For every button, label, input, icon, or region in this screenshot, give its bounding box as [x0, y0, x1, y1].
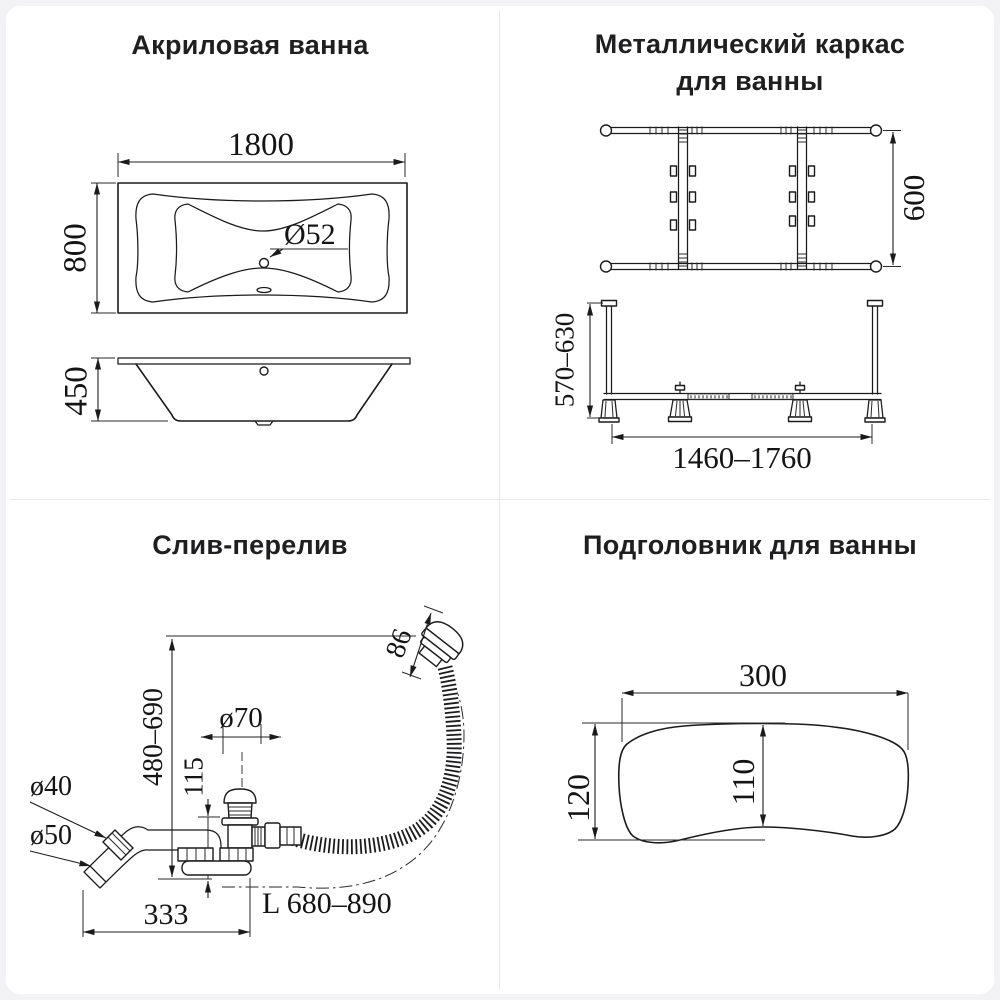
dim-base-length-label: 333: [144, 898, 189, 931]
bathtub-drawing: 1800 800 Ø52 450: [58, 127, 411, 426]
overflow-hole: [259, 366, 269, 376]
frame-front-view: 570–630 1460–1760: [549, 299, 886, 475]
frame-top-view: 600: [599, 124, 931, 273]
horizontal-divider: [10, 499, 990, 500]
drain-tee-assembly: [221, 788, 302, 849]
dim-drain-offset-label: 115: [178, 757, 208, 797]
dim-frame-length-label: 1460–1760: [672, 440, 812, 475]
dim-headrest-width-label: 300: [739, 657, 787, 693]
overflow-cap: [418, 621, 464, 668]
dim-drain-height-label: 480–690: [138, 688, 169, 786]
dim-hose-length-label: L 680–890: [262, 887, 392, 920]
bathtub-top-view: 1800 800 Ø52: [58, 127, 408, 314]
frame-drawing: 600: [549, 124, 931, 475]
dim-frame-width-label: 600: [896, 175, 931, 222]
panel-bathtub-title: Акриловая ванна: [131, 30, 369, 60]
dim-depth-label: 450: [59, 366, 95, 416]
dim-headrest-inner-height-label: 110: [725, 759, 761, 806]
panel-drain-title: Слив-перелив: [152, 530, 348, 560]
dim-overflow-dia-label: 86: [380, 625, 419, 662]
drain-shoe: [177, 847, 254, 876]
outlet-elbow-assembly: [83, 826, 222, 889]
panel-drain: Слив-перелив 480–690 115 ø70: [0, 500, 500, 1000]
frame-corner-feet: [598, 399, 886, 423]
bathtub-side-view: 450: [59, 357, 411, 426]
dim-outlet-pipe-label: ø50: [30, 820, 72, 851]
dim-drain-dia-label: ø70: [219, 702, 263, 734]
drain-hole: [258, 257, 270, 269]
dim-frame-height-label: 570–630: [549, 313, 579, 408]
headrest-drawing: 300 120 110: [560, 657, 910, 844]
dim-drain-label: Ø52: [284, 218, 336, 251]
dim-width-label: 800: [58, 223, 94, 273]
overflow-hose: [286, 665, 462, 855]
vertical-divider: [499, 10, 500, 990]
frame-mount-tabs: [669, 165, 816, 231]
frame-title-line1: Металлический каркас: [594, 29, 906, 59]
overflow-slot: [256, 286, 272, 294]
panel-headrest: Подголовник для ванны 300 120 110: [500, 500, 1000, 1000]
panel-frame: Металлический каркас для ванны: [500, 0, 1000, 500]
panel-headrest-title: Подголовник для ванны: [583, 530, 917, 560]
dim-headrest-height-label: 120: [560, 774, 596, 822]
dim-overflow-pipe-label: ø40: [30, 771, 72, 802]
frame-title-line2: для ванны: [676, 66, 824, 96]
drain-drawing: 480–690 115 ø70 86: [29, 605, 465, 937]
panel-frame-title: Металлический каркас для ванны: [500, 26, 1000, 100]
panel-bathtub: Акриловая ванна 1800 800 Ø52: [0, 0, 500, 500]
dim-length-label: 1800: [228, 127, 294, 163]
frame-middle-feet: [667, 381, 813, 423]
